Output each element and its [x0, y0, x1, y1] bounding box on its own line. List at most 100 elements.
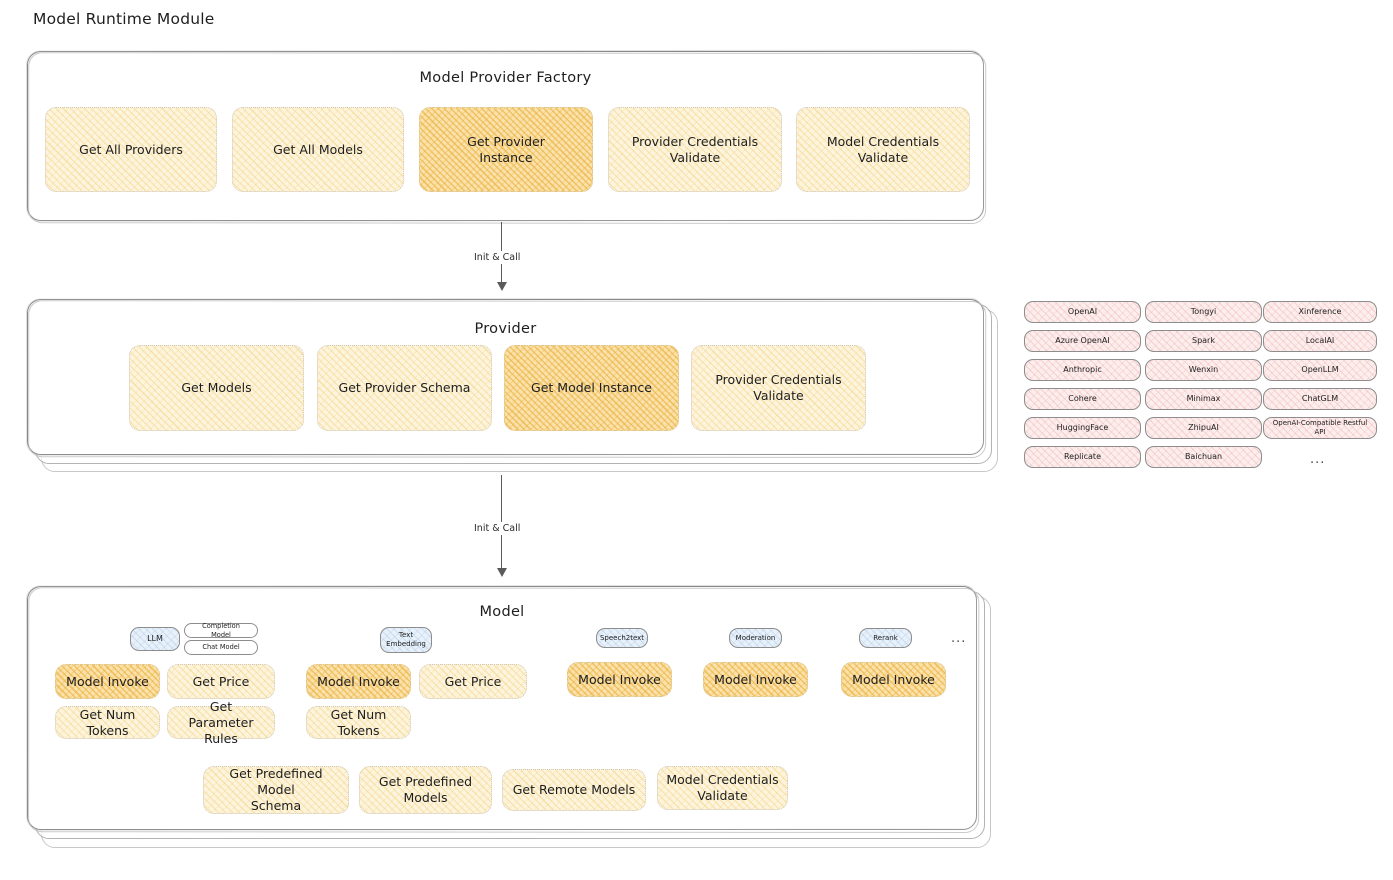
- chip-label: LLM: [147, 633, 163, 643]
- provider-chip-replicate[interactable]: Replicate: [1024, 446, 1141, 468]
- chip-label: Replicate: [1063, 451, 1101, 461]
- arrow-factory-to-provider-label: Init & Call: [470, 251, 525, 264]
- node-label: Get Price: [192, 673, 250, 689]
- llm-method-get-num-tokens[interactable]: Get Num Tokens: [55, 706, 160, 739]
- provider-chip-openllm[interactable]: OpenLLM: [1263, 359, 1377, 381]
- provider-chip-openai-compatible-restful-api[interactable]: OpenAI-Compatible Restful API: [1263, 417, 1377, 439]
- provider-chip-openai[interactable]: OpenAI: [1024, 301, 1141, 323]
- provider-chip-anthropic[interactable]: Anthropic: [1024, 359, 1141, 381]
- model-shared-method-model-credentials-validate[interactable]: Model Credentials Validate: [657, 766, 788, 810]
- chip-label: Baichuan: [1184, 451, 1223, 461]
- provider-chip-spark[interactable]: Spark: [1145, 330, 1262, 352]
- chip-label: Text Embedding: [386, 631, 426, 648]
- provider-chip-cohere[interactable]: Cohere: [1024, 388, 1141, 410]
- chip-label: Xinference: [1298, 306, 1342, 316]
- chip-label: OpenAI: [1067, 306, 1098, 316]
- chip-label: Rerank: [873, 633, 898, 642]
- node-label: Model Credentials Validate: [666, 772, 779, 803]
- chip-label: ChatGLM: [1301, 393, 1339, 403]
- model-shared-method-get-remote-models[interactable]: Get Remote Models: [502, 769, 646, 811]
- node-label: Get Num Tokens: [79, 706, 136, 738]
- chip-label: LocalAI: [1305, 335, 1335, 345]
- node-label: Get Provider Instance: [467, 133, 545, 165]
- node-label: Get Remote Models: [512, 782, 636, 797]
- provider-chip-wenxin[interactable]: Wenxin: [1145, 359, 1262, 381]
- factory-node-get-all-models[interactable]: Get All Models: [232, 107, 404, 192]
- chip-label: OpenAI-Compatible Restful API: [1272, 419, 1368, 436]
- node-label: Model Invoke: [317, 673, 400, 689]
- factory-node-get-provider-instance[interactable]: Get Provider Instance: [419, 107, 593, 192]
- chip-label: OpenLLM: [1301, 364, 1339, 374]
- text-embedding-method-get-num-tokens[interactable]: Get Num Tokens: [306, 706, 411, 739]
- model-provider-factory-title: Model Provider Factory: [419, 70, 592, 86]
- provider-list-ellipsis: ...: [1310, 452, 1326, 467]
- chip-label: Azure OpenAI: [1055, 335, 1110, 345]
- provider-node-get-models[interactable]: Get Models: [129, 345, 304, 431]
- provider-chip-xinference[interactable]: Xinference: [1263, 301, 1377, 323]
- rerank-method-model-invoke[interactable]: Model Invoke: [841, 662, 946, 697]
- chip-label: Wenxin: [1188, 364, 1219, 374]
- provider-node-get-provider-schema[interactable]: Get Provider Schema: [317, 345, 492, 431]
- chip-label: Minimax: [1186, 393, 1221, 403]
- chip-label: Spark: [1192, 335, 1215, 345]
- arrow-factory-to-provider-head: [497, 282, 507, 291]
- chip-label: Moderation: [735, 633, 776, 642]
- provider-chip-chatglm[interactable]: ChatGLM: [1263, 388, 1377, 410]
- factory-node-provider-credentials-validate[interactable]: Provider Credentials Validate: [608, 107, 782, 192]
- model-type-chip-rerank[interactable]: Rerank: [859, 628, 912, 648]
- chip-label: Cohere: [1068, 393, 1097, 403]
- model-subtype-chip-completion-model[interactable]: Completion Model: [184, 622, 258, 639]
- provider-chip-minimax[interactable]: Minimax: [1145, 388, 1262, 410]
- node-label: Model Invoke: [66, 673, 149, 689]
- model-shared-method-get-predefined-models[interactable]: Get Predefined Models: [359, 766, 492, 814]
- provider-chip-azure-openai[interactable]: Azure OpenAI: [1024, 330, 1141, 352]
- diagram-title: Model Runtime Module: [33, 10, 215, 28]
- model-type-chip-speech2text[interactable]: Speech2text: [596, 628, 648, 648]
- provider-node-provider-credentials-validate[interactable]: Provider Credentials Validate: [691, 345, 866, 431]
- chip-label: Anthropic: [1063, 364, 1102, 374]
- node-label: Get All Models: [273, 141, 363, 157]
- chip-label: Speech2text: [599, 633, 645, 642]
- node-label: Get Models: [181, 380, 252, 395]
- node-label: Model Credentials Validate: [826, 133, 940, 165]
- model-subtype-chip-chat-model[interactable]: Chat Model: [184, 640, 258, 655]
- model-title: Model: [479, 604, 525, 620]
- llm-method-model-invoke[interactable]: Model Invoke: [55, 664, 160, 699]
- model-types-ellipsis: ...: [951, 631, 967, 646]
- chip-label: Completion Model: [202, 622, 240, 639]
- model-shared-method-get-predefined-model-schema[interactable]: Get Predefined Model Schema: [203, 766, 349, 814]
- model-type-chip-moderation[interactable]: Moderation: [729, 628, 782, 648]
- node-label: Model Invoke: [714, 671, 797, 687]
- provider-chip-huggingface[interactable]: HuggingFace: [1024, 417, 1141, 439]
- provider-title: Provider: [474, 321, 537, 337]
- chip-label: HuggingFace: [1056, 422, 1109, 432]
- provider-chip-localai[interactable]: LocalAI: [1263, 330, 1377, 352]
- model-type-chip-llm[interactable]: LLM: [130, 627, 180, 651]
- llm-method-get-price[interactable]: Get Price: [167, 664, 275, 699]
- node-label: Provider Credentials Validate: [715, 372, 842, 403]
- provider-chip-baichuan[interactable]: Baichuan: [1145, 446, 1262, 468]
- node-label: Provider Credentials Validate: [631, 133, 759, 165]
- provider-chip-zhipuai[interactable]: ZhipuAI: [1145, 417, 1262, 439]
- node-label: Get Provider Schema: [338, 380, 471, 395]
- node-label: Get Predefined Model Schema: [229, 766, 323, 813]
- model-type-chip-text-embedding[interactable]: Text Embedding: [380, 627, 432, 653]
- factory-node-get-all-providers[interactable]: Get All Providers: [45, 107, 217, 192]
- node-label: Model Invoke: [852, 671, 935, 687]
- node-label: Model Invoke: [578, 671, 661, 687]
- node-label: Get Price: [444, 673, 502, 689]
- moderation-method-model-invoke[interactable]: Model Invoke: [703, 662, 808, 697]
- speech2text-method-model-invoke[interactable]: Model Invoke: [567, 662, 672, 697]
- node-label: Get All Providers: [79, 141, 183, 157]
- arrow-provider-to-model-label: Init & Call: [470, 522, 525, 535]
- llm-method-get-parameter-rules[interactable]: Get Parameter Rules: [167, 699, 275, 746]
- chip-label: ZhipuAI: [1188, 422, 1219, 432]
- node-label: Get Num Tokens: [330, 706, 387, 738]
- provider-node-get-model-instance[interactable]: Get Model Instance: [504, 345, 679, 431]
- factory-node-model-credentials-validate[interactable]: Model Credentials Validate: [796, 107, 970, 192]
- text-embedding-method-get-price[interactable]: Get Price: [419, 664, 527, 699]
- provider-chip-tongyi[interactable]: Tongyi: [1145, 301, 1262, 323]
- node-label: Get Parameter Rules: [188, 698, 254, 746]
- text-embedding-method-model-invoke[interactable]: Model Invoke: [306, 664, 411, 699]
- chip-label: Tongyi: [1190, 306, 1217, 316]
